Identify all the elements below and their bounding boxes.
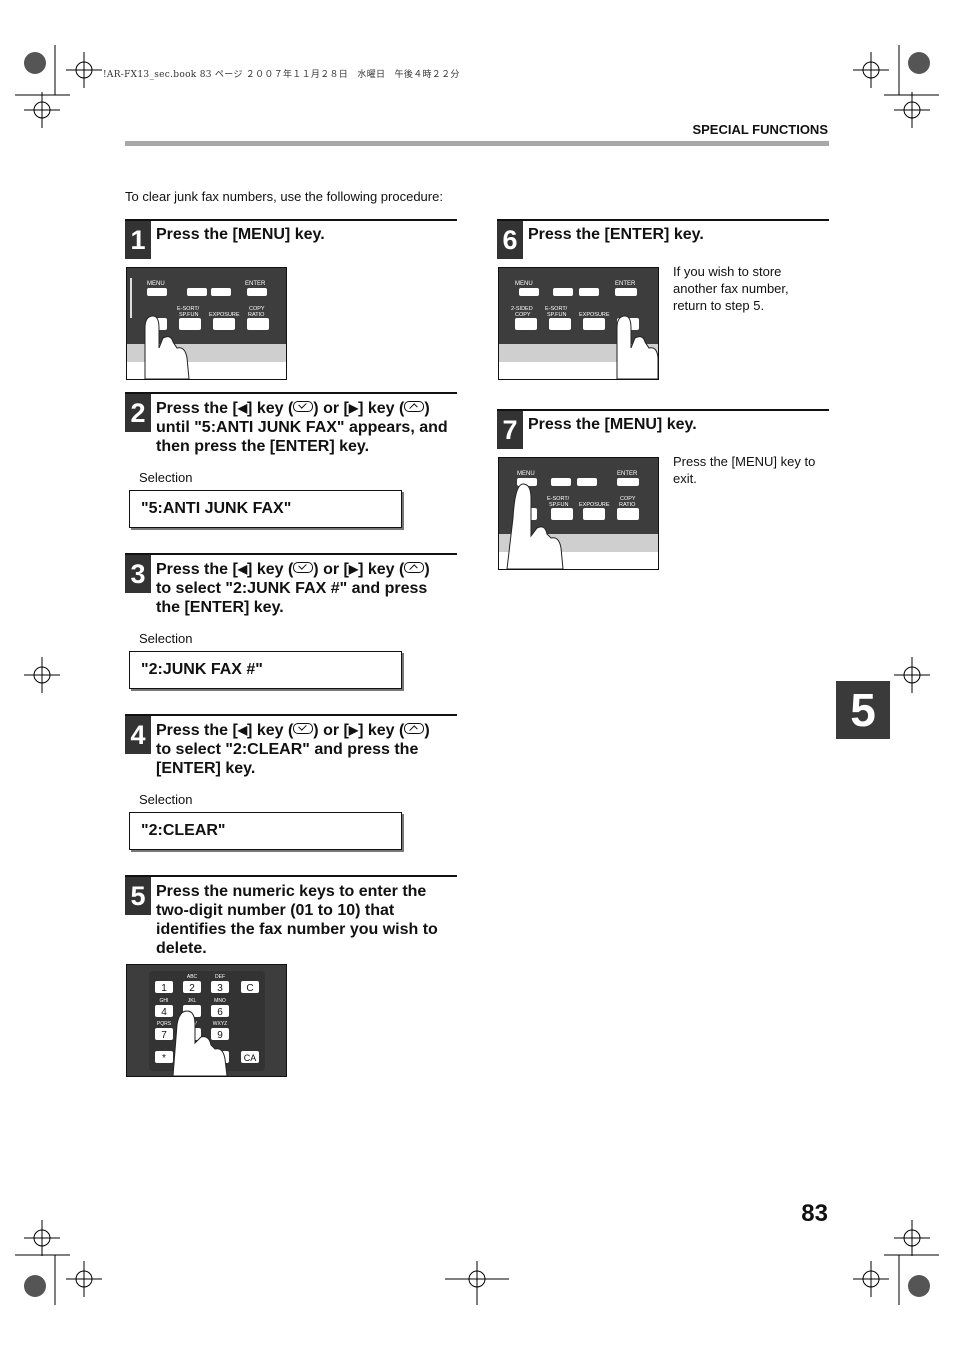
key-star: * <box>162 1053 166 1064</box>
key-1: 1 <box>161 983 167 994</box>
down-key-icon <box>293 401 314 412</box>
right-arrow-icon: ▶ <box>348 562 359 576</box>
down-key-icon <box>293 723 314 734</box>
step-number: 2 <box>125 394 151 432</box>
step-5: 5 Press the numeric keys to enter the tw… <box>125 875 457 959</box>
up-key-icon <box>404 562 425 573</box>
step-number: 4 <box>125 716 151 754</box>
left-arrow-icon: ◀ <box>237 723 248 737</box>
selection-display: "2:JUNK FAX #" <box>129 651 402 689</box>
step-text: Press the numeric keys to enter the two-… <box>156 883 438 957</box>
svg-text:ABC: ABC <box>187 974 198 980</box>
step-text: Press the [MENU] key. <box>528 416 697 433</box>
svg-text:E-SORT/: E-SORT/ <box>545 306 568 312</box>
step-text: Press the [ENTER] key. <box>528 226 704 243</box>
keypad-illustration: 1 2 3 C 4 6 7 9 * CA ABC DEF GHI JKL MNO PQ… <box>126 964 287 1077</box>
key-c: C <box>246 983 253 994</box>
header-rule <box>125 141 829 146</box>
control-panel-menu-exit-illustration: MENU ENTER E-SORT/ SP.FUN EXPOSURE COPY … <box>499 458 658 569</box>
selection-label: Selection <box>139 470 193 485</box>
selection-display: "5:ANTI JUNK FAX" <box>129 490 402 528</box>
key-4: 4 <box>161 1007 167 1018</box>
key-ca: CA <box>244 1053 257 1063</box>
key-9: 9 <box>217 1030 223 1041</box>
step-note: Press the [MENU] key to exit. <box>673 454 816 486</box>
svg-text:MENU: MENU <box>147 281 165 287</box>
svg-text:GHI: GHI <box>160 998 169 1004</box>
step-text: Press the [◀] key () or [▶] key () to se… <box>156 561 430 616</box>
svg-text:ENTER: ENTER <box>615 281 636 287</box>
step-note: If you wish to store another fax number,… <box>673 264 789 313</box>
step-text: Press the [◀] key () or [▶] key () until… <box>156 400 448 455</box>
step-1: 1 Press the [MENU] key. <box>125 219 457 261</box>
svg-text:E-SORT/: E-SORT/ <box>177 306 200 312</box>
svg-text:RATIO: RATIO <box>248 312 265 318</box>
left-arrow-icon: ◀ <box>237 401 248 415</box>
svg-text:E-SORT/: E-SORT/ <box>547 496 570 502</box>
step-7: 7 Press the [MENU] key. <box>497 409 829 451</box>
step-text: Press the [◀] key () or [▶] key () to se… <box>156 722 430 777</box>
svg-text:EXPOSURE: EXPOSURE <box>579 502 610 508</box>
svg-text:ENTER: ENTER <box>245 281 266 287</box>
section-title: SPECIAL FUNCTIONS <box>692 122 828 137</box>
left-arrow-icon: ◀ <box>237 562 248 576</box>
svg-text:2-SIDED: 2-SIDED <box>511 306 533 312</box>
up-key-icon <box>404 723 425 734</box>
step-number: 1 <box>125 221 151 259</box>
selection-display: "2:CLEAR" <box>129 812 402 850</box>
control-panel-illustration: MENU ENTER E-SORT/ SP.FUN EXPOSURE COPY … <box>126 267 287 380</box>
svg-text:SP.FUN: SP.FUN <box>549 502 568 508</box>
svg-text:RATIO: RATIO <box>619 502 636 508</box>
svg-text:PQRS: PQRS <box>157 1021 172 1027</box>
step-4: 4 Press the [◀] key () or [▶] key () to … <box>125 714 457 778</box>
key-6: 6 <box>217 1007 223 1018</box>
svg-text:COPY: COPY <box>620 496 636 502</box>
print-info: !AR-FX13_sec.book 83 ページ ２００７年１１月２８日 水曜日… <box>103 70 460 80</box>
svg-text:EXPOSURE: EXPOSURE <box>579 312 610 318</box>
key-2: 2 <box>189 983 195 994</box>
svg-text:MENU: MENU <box>515 281 533 287</box>
up-key-icon <box>404 401 425 412</box>
svg-text:EXPOSURE: EXPOSURE <box>209 312 240 318</box>
step-text: Press the [MENU] key. <box>156 226 325 243</box>
right-arrow-icon: ▶ <box>348 401 359 415</box>
step-number: 3 <box>125 555 151 593</box>
step-number: 7 <box>497 411 523 449</box>
svg-text:SP.FUN: SP.FUN <box>179 312 198 318</box>
step-2: 2 Press the [◀] key () or [▶] key () unt… <box>125 392 457 456</box>
key-3: 3 <box>217 983 223 994</box>
selection-label: Selection <box>139 631 193 646</box>
svg-text:JKL: JKL <box>188 998 197 1004</box>
control-panel-illustration: MENU ENTER E-SORT/ SP.FUN EXPOSURE COPY … <box>498 457 659 570</box>
svg-text:MNO: MNO <box>214 998 226 1004</box>
control-panel-enter-illustration: MENU ENTER 2-SIDED COPY E-SORT/ SP.FUN E… <box>499 268 658 379</box>
step-number: 6 <box>497 221 523 259</box>
numeric-keypad-illustration: 1 2 3 C 4 6 7 9 * CA ABC DEF GHI JKL MNO PQ… <box>127 965 286 1076</box>
chapter-tab: 5 <box>836 681 890 739</box>
control-panel-menu-illustration: MENU ENTER E-SORT/ SP.FUN EXPOSURE COPY … <box>127 268 286 379</box>
svg-text:SP.FUN: SP.FUN <box>547 312 566 318</box>
intro-text: To clear junk fax numbers, use the follo… <box>125 189 443 204</box>
page-number: 83 <box>801 1200 828 1227</box>
step-6: 6 Press the [ENTER] key. <box>497 219 829 261</box>
down-key-icon <box>293 562 314 573</box>
key-7: 7 <box>161 1030 167 1041</box>
svg-text:COPY: COPY <box>515 312 531 318</box>
control-panel-illustration: MENU ENTER 2-SIDED COPY E-SORT/ SP.FUN E… <box>498 267 659 380</box>
svg-text:ENTER: ENTER <box>617 471 638 477</box>
svg-text:COPY: COPY <box>249 306 265 312</box>
svg-text:WXYZ: WXYZ <box>213 1021 227 1027</box>
right-arrow-icon: ▶ <box>348 723 359 737</box>
step-number: 5 <box>125 877 151 915</box>
svg-text:DEF: DEF <box>215 974 225 980</box>
svg-text:MENU: MENU <box>517 471 535 477</box>
step-3: 3 Press the [◀] key () or [▶] key () to … <box>125 553 457 617</box>
selection-label: Selection <box>139 792 193 807</box>
